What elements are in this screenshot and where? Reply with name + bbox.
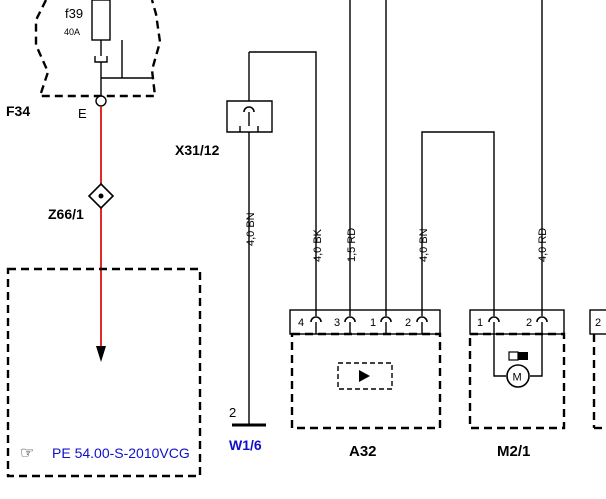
a32-pin-label-1: 4 (298, 317, 304, 329)
a32-pin-label-2: 3 (334, 317, 340, 329)
m21-pins (488, 316, 548, 334)
a32-box (290, 332, 442, 430)
a32-pin-label-3: 1 (370, 317, 376, 329)
ground-pin: 2 (229, 405, 236, 420)
fuse-rating: 40A (64, 27, 80, 37)
wire-spec-4: 4,0 BN (418, 228, 430, 262)
reference-box (6, 267, 202, 478)
fuse-f39 (91, 0, 111, 41)
motor-label: M (513, 372, 522, 384)
m21-pin-label-1: 1 (477, 317, 483, 329)
red-wire-arrow (96, 346, 106, 362)
m21-box (468, 332, 566, 430)
right-pin-label: 2 (595, 317, 601, 329)
fuse-name: f39 (65, 6, 83, 21)
fusebox-outline (34, 0, 162, 98)
a32-pin-label-4: 2 (405, 317, 411, 329)
motor-symbol (506, 364, 530, 388)
m21-pin-label-2: 2 (526, 317, 532, 329)
terminal-label: E (78, 106, 87, 121)
splice-label: Z66/1 (48, 206, 84, 222)
wire-spec-2: 4,0 BK (312, 228, 324, 262)
fusebox-label: F34 (6, 103, 30, 119)
connector-x31-12 (226, 100, 273, 133)
connector-label: X31/12 (175, 142, 220, 158)
pointing-hand-icon: ☞ (20, 445, 34, 462)
wire-spec-5: 4,0 RD (537, 228, 549, 262)
reference-link[interactable]: PE 54.00-S-2010VCG (52, 445, 190, 461)
a32-symbol (337, 362, 393, 390)
play-icon (359, 370, 370, 382)
m21-connector (469, 309, 565, 335)
wire-spec-3: 1,5 RD (346, 228, 358, 262)
a32-label: A32 (349, 443, 377, 460)
terminal-e (95, 95, 107, 107)
m21-label: M2/1 (497, 443, 530, 460)
right-connector (589, 309, 606, 335)
wire-spec-1: 4,0 BN (245, 212, 257, 246)
ground-label: W1/6 (229, 437, 262, 453)
a32-pins (310, 316, 428, 334)
